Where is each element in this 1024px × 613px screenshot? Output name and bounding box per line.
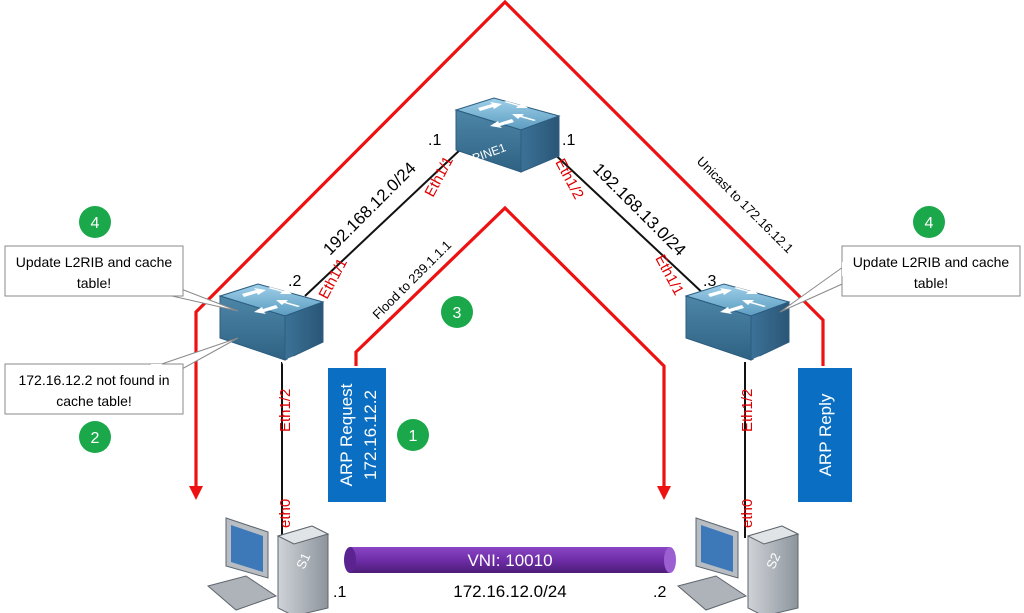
leaf1-update-callout: Update L2RIB and cache table!: [4, 245, 239, 312]
arp-request-line2: 172.16.12.2: [361, 390, 380, 480]
step-badge-3-text: 3: [453, 305, 462, 322]
step-badge-2: 2: [79, 421, 111, 453]
host-s1: S1: [206, 517, 330, 613]
leaf1-switch: LEAF1: [218, 283, 325, 372]
flood-path: [354, 205, 666, 488]
spine-leaf2-leaf-if: Eth1/1: [651, 252, 686, 298]
step-badge-4-right: 4: [913, 206, 945, 238]
vni-pipe: VNI: 10010: [344, 547, 676, 573]
spine-leaf1-leaf-if: Eth1/1: [316, 256, 351, 302]
host-s1-name: S1: [293, 551, 313, 572]
step-badge-1: 1: [397, 419, 429, 451]
spine-leaf1-leaf-host-id: .2: [288, 273, 301, 290]
leaf1-s1-leaf-if: Eth1/2: [277, 389, 294, 432]
step-badge-3: 3: [441, 296, 473, 328]
step-badge-1-text: 1: [409, 428, 418, 445]
flood-arrowhead: [657, 486, 671, 500]
s1-host-id: .1: [333, 584, 346, 601]
arp-reply-label: ARP Reply: [816, 393, 835, 476]
step-badge-4-left: 4: [79, 206, 111, 238]
spine-leaf1-spine-host-id: .1: [428, 132, 441, 149]
link-spine-leaf2: [547, 147, 707, 297]
host-s2: S2: [676, 517, 800, 613]
unicast-reply-path: [194, 0, 825, 488]
vni-subnet: 172.16.12.0/24: [453, 582, 566, 601]
link-spine-leaf1: [304, 147, 463, 297]
keyboard-icon: [206, 575, 278, 611]
spine-leaf2-spine-host-id: .1: [562, 132, 575, 149]
arp-request-box: ARP Request 172.16.12.2: [328, 368, 386, 502]
leaf1-notfound-callout: 172.16.12.2 not found in cache table!: [4, 337, 239, 415]
leaf2-s2-host-if: eth0: [739, 499, 756, 528]
leaf1-notfound-line1: 172.16.12.2 not found in: [18, 372, 169, 388]
switch-arrows-icon: [708, 287, 766, 314]
spine-leaf1-spine-if: Eth1/1: [422, 154, 457, 200]
keyboard-icon: [676, 575, 748, 611]
step-badge-4-left-text: 4: [91, 215, 100, 232]
spine-switch: SPINE1: [454, 97, 561, 173]
switch-arrows-icon: [242, 287, 300, 314]
step-badge-4-right-text: 4: [925, 215, 934, 232]
spine-leaf2-subnet: 192.168.13.0/24: [589, 159, 689, 259]
leaf1-update-line1: Update L2RIB and cache: [16, 254, 173, 270]
leaf1-notfound-line2: cache table!: [56, 393, 132, 409]
leaf2-s2-leaf-if: Eth1/2: [739, 389, 756, 432]
leaf2-switch: LEAF2: [684, 283, 791, 372]
leaf1-update-line2: table!: [77, 275, 111, 291]
leaf1-s1-host-if: eth0: [277, 499, 294, 528]
arp-request-line1: ARP Request: [337, 383, 356, 486]
leaf2-update-line1: Update L2RIB and cache: [853, 254, 1010, 270]
switch-arrows-icon: [478, 101, 536, 128]
host-s2-name: S2: [763, 551, 783, 572]
leaf2-update-line2: table!: [914, 275, 948, 291]
unicast-reply-arrowhead: [189, 486, 203, 500]
arp-reply-box: ARP Reply: [798, 368, 852, 502]
leaf2-update-callout: Update L2RIB and cache table!: [779, 245, 1021, 313]
s2-host-id: .2: [653, 584, 666, 601]
spine-leaf2-leaf-host-id: .3: [703, 273, 716, 290]
vni-label: VNI: 10010: [467, 551, 552, 570]
step-badge-2-text: 2: [91, 430, 100, 447]
